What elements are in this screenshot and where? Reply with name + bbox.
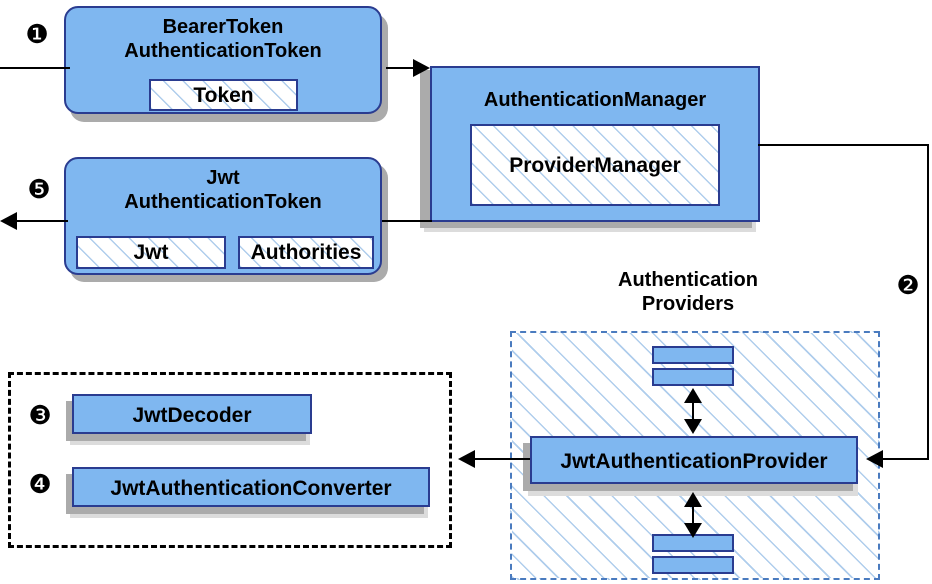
connector-manager-right-rail-top (758, 144, 928, 146)
step-marker-5: ❺ (27, 175, 51, 205)
jwt-authentication-provider-box[interactable]: JwtAuthenticationProvider (530, 436, 858, 484)
connector-provider-stack-top (692, 392, 694, 426)
step-marker-2: ❷ (896, 271, 920, 301)
connector-right-rail-vertical (927, 144, 929, 459)
arrow-provider-stack-top-down (684, 419, 702, 434)
arrow-right-rail-to-provider (866, 450, 883, 468)
connector-inbound-request (0, 67, 70, 69)
jwt-authentication-converter-label: JwtAuthenticationConverter (110, 477, 392, 500)
jwt-token-field-jwt[interactable]: Jwt (76, 236, 226, 269)
arrow-bearer-to-manager (413, 59, 430, 77)
bearer-token-box[interactable]: BearerToken AuthenticationToken (64, 6, 382, 114)
jwt-token-field-authorities[interactable]: Authorities (238, 236, 374, 269)
jwt-authentication-converter-box[interactable]: JwtAuthenticationConverter (72, 467, 430, 507)
connector-manager-to-jwt-token (382, 220, 432, 222)
bearer-token-field-token[interactable]: Token (149, 79, 298, 111)
connector-bearer-to-manager (386, 67, 416, 69)
connector-right-rail-to-provider (872, 458, 929, 460)
bearer-token-title: BearerToken AuthenticationToken (124, 16, 322, 62)
provider-manager-label: ProviderManager (509, 153, 681, 177)
provider-placeholder-bar-top-2 (652, 368, 734, 386)
jwt-token-field-authorities-label: Authorities (250, 241, 362, 264)
step-marker-1: ❶ (25, 20, 49, 50)
authentication-manager-title: AuthenticationManager (483, 89, 707, 111)
connector-outbound-response (6, 220, 68, 222)
jwt-token-field-jwt-label: Jwt (133, 241, 169, 264)
arrow-provider-stack-bottom-up (684, 492, 702, 507)
authentication-providers-caption: Authentication Providers (618, 269, 758, 315)
jwt-decoder-label: JwtDecoder (132, 404, 252, 427)
arrow-provider-stack-top-up (684, 388, 702, 403)
connector-provider-to-support-group (466, 458, 530, 460)
jwt-decoder-box[interactable]: JwtDecoder (72, 394, 312, 434)
support-components-group (8, 372, 452, 548)
step-marker-3: ❸ (28, 401, 52, 431)
authentication-manager-field-provider-manager[interactable]: ProviderManager (470, 124, 720, 206)
arrow-outbound-response (0, 212, 17, 230)
provider-placeholder-bar-bottom-2 (652, 556, 734, 574)
jwt-authentication-provider-label: JwtAuthenticationProvider (560, 450, 828, 473)
step-marker-4: ❹ (28, 470, 52, 500)
bearer-token-field-token-label: Token (193, 83, 254, 107)
provider-placeholder-bar-top-1 (652, 346, 734, 364)
connector-provider-stack-bottom (692, 496, 694, 530)
arrow-provider-to-support-group (458, 450, 475, 468)
jwt-token-title: Jwt AuthenticationToken (124, 167, 322, 213)
arrow-provider-stack-bottom-down (684, 523, 702, 538)
